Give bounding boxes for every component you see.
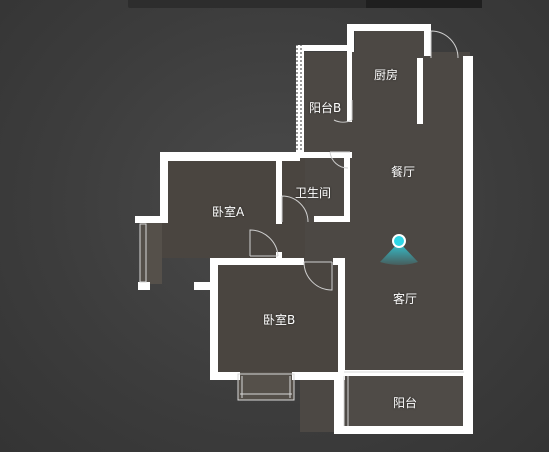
wall-bedroom-b-right	[338, 258, 345, 380]
door-bathroom	[281, 195, 309, 223]
room-label-bedroom-a[interactable]: 卧室A	[212, 205, 245, 219]
wall-bedroom-a-bottom	[194, 282, 218, 290]
wall-bath-right	[344, 152, 350, 222]
wall-bath-left-stub	[276, 252, 282, 262]
wall-balcony-left	[334, 372, 344, 434]
wall-balcony-b-right	[347, 52, 352, 122]
wall-bath-bottom	[314, 216, 350, 222]
wall-kitchen-top	[347, 24, 431, 31]
door-balcony-b	[333, 100, 353, 123]
wall-bay-corner	[138, 282, 150, 290]
window-bedroom-a	[139, 223, 147, 283]
room-label-living[interactable]: 客厅	[393, 292, 418, 306]
floor-kitchen-top	[355, 28, 425, 58]
wall-bedroom-a-bay-top	[135, 216, 168, 223]
door-kitchen	[430, 30, 459, 59]
wall-bedroom-a-top	[160, 152, 300, 161]
wall-kitchen-right	[424, 24, 431, 56]
wall-bedroom-a-left	[160, 152, 168, 222]
door-dining	[329, 151, 350, 169]
wall-balcony-b-left	[296, 45, 304, 155]
walls	[135, 24, 473, 434]
room-label-kitchen[interactable]: 厨房	[374, 68, 399, 82]
room-label-bedroom-b[interactable]: 卧室B	[263, 313, 296, 327]
wall-balcony-b-bottom	[296, 152, 352, 158]
floor-bedroom-b	[216, 262, 340, 374]
window-bedroom-b	[237, 373, 295, 401]
location-view-cone-icon[interactable]	[380, 234, 418, 265]
door-bedroom-b	[303, 261, 333, 291]
wall-bedroom-b-bottom-left	[210, 372, 240, 380]
windows	[139, 223, 464, 426]
door-bedroom-a	[249, 229, 279, 257]
wall-balcony-bottom	[334, 426, 473, 434]
wall-bedroom-b-top	[210, 258, 304, 265]
wall-exterior-right	[463, 56, 473, 434]
room-label-dining[interactable]: 餐厅	[391, 165, 416, 179]
floor-areas	[140, 28, 470, 432]
doors	[249, 30, 459, 291]
wall-bedroom-b-left	[210, 258, 218, 380]
top-toolbar-strip	[128, 0, 482, 8]
floor-balcony	[340, 374, 470, 430]
wall-bath-left	[276, 152, 282, 224]
wall-bedroom-b-bottom-right	[292, 372, 345, 380]
top-toolbar-strip-dark	[366, 0, 482, 8]
wall-kitchen-left-top	[347, 24, 354, 52]
floor-bay-b	[238, 372, 294, 400]
room-label-balcony-b[interactable]: 阳台B	[309, 101, 342, 115]
floor-bay-window	[140, 222, 162, 284]
wall-balcony-top	[345, 370, 465, 376]
room-label-balcony[interactable]: 阳台	[393, 396, 418, 410]
wall-kitchen-right-inner	[417, 58, 423, 124]
wall-balcony-b-top	[296, 45, 354, 51]
room-label-bathroom[interactable]: 卫生间	[295, 186, 332, 200]
